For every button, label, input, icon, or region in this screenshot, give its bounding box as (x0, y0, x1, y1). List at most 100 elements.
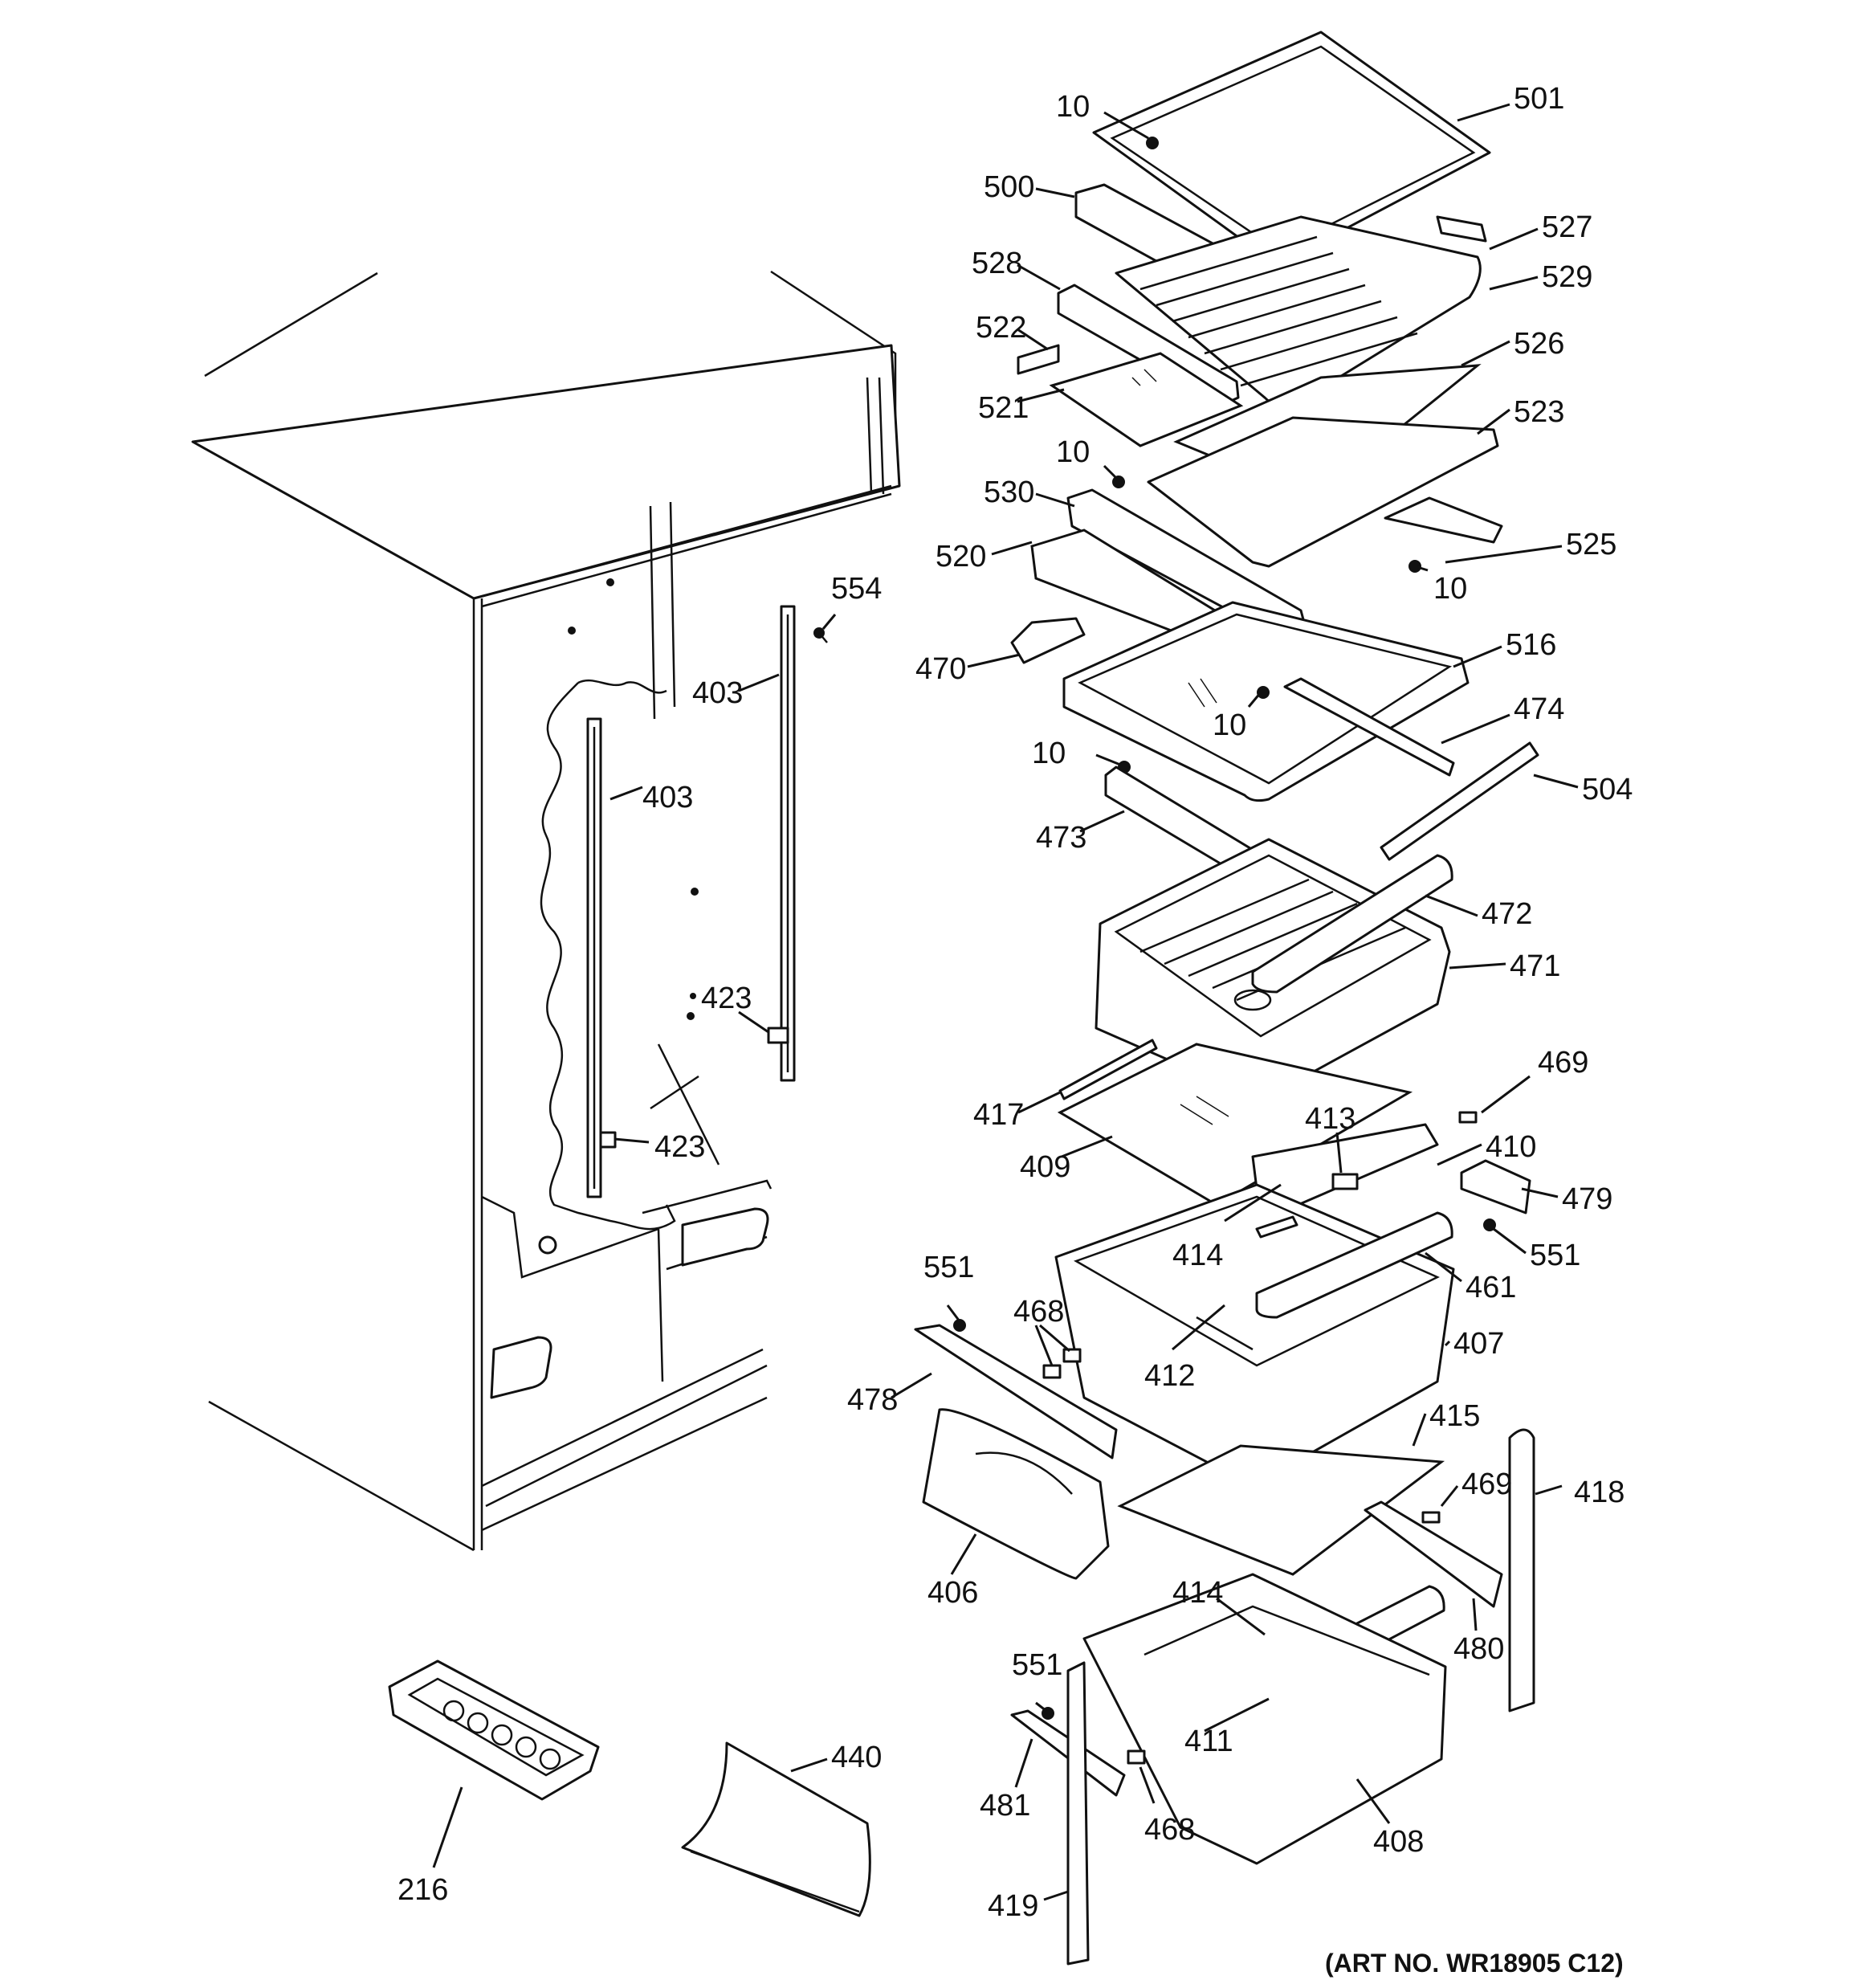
callout-469-lower: 469 (1461, 1468, 1512, 1501)
screw-10-right (1408, 560, 1421, 573)
callout-409: 409 (1020, 1150, 1070, 1184)
drawer-cover-461 (1255, 1211, 1453, 1319)
glass-shelf-521 (1049, 352, 1244, 447)
callout-525: 525 (1566, 528, 1616, 561)
callout-423-lower: 423 (654, 1130, 705, 1164)
shelf-rail-403-right (780, 605, 796, 1082)
screw-10-top (1146, 137, 1159, 149)
screw-551-right (1483, 1219, 1496, 1231)
callout-478: 478 (847, 1383, 898, 1417)
callout-470: 470 (915, 652, 966, 686)
callout-523: 523 (1514, 395, 1564, 429)
callout-516: 516 (1506, 628, 1556, 662)
glass-shelf-415 (1117, 1444, 1445, 1576)
shelf-rail-403-left (586, 717, 602, 1198)
screw-551-left (953, 1319, 966, 1332)
shelf-frame-523 (1147, 416, 1499, 568)
drawer-cover-472 (1251, 854, 1453, 994)
callout-530: 530 (984, 476, 1034, 509)
callout-520: 520 (936, 540, 986, 574)
trim-504 (1380, 741, 1539, 861)
callout-479: 479 (1562, 1182, 1612, 1216)
callout-551-lower: 551 (1012, 1648, 1062, 1682)
callout-labels: 10 501 500 527 528 529 522 526 521 523 1… (397, 82, 1633, 1923)
callout-551-right: 551 (1530, 1239, 1580, 1272)
callout-551-left: 551 (923, 1251, 974, 1284)
callout-413: 413 (1305, 1102, 1355, 1136)
screw-554 (813, 627, 828, 643)
callout-526: 526 (1514, 327, 1564, 361)
callout-417: 417 (973, 1098, 1024, 1132)
shelf-rail-470 (1010, 617, 1086, 664)
slide-rail-479 (1460, 1159, 1531, 1214)
crisper-drawer-408 (1082, 1573, 1447, 1865)
shelf-support-527 (1436, 215, 1487, 243)
callout-521: 521 (978, 391, 1029, 425)
shelf-rail-522 (1017, 344, 1060, 375)
rail-stop-423-upper (767, 1027, 789, 1044)
callout-554: 554 (831, 572, 882, 606)
callout-481: 481 (980, 1789, 1030, 1823)
trim-418 (1508, 1428, 1535, 1712)
guard-440 (681, 1741, 871, 1917)
drawer-front-406 (922, 1408, 1110, 1580)
glass-shelf-409 (1057, 1043, 1413, 1206)
leader-lines (432, 103, 1579, 1901)
callout-474: 474 (1514, 692, 1564, 726)
callout-528: 528 (972, 247, 1022, 280)
callout-403-left: 403 (642, 781, 693, 814)
pad-468-lower (1127, 1749, 1146, 1765)
callout-468-lower: 468 (1144, 1813, 1195, 1847)
callout-10-top: 10 (1056, 90, 1090, 124)
callout-469-upper: 469 (1538, 1046, 1588, 1080)
callout-473: 473 (1036, 821, 1086, 855)
cabinet-body (191, 270, 901, 1552)
callout-472: 472 (1482, 897, 1532, 931)
callout-403-right: 403 (692, 676, 743, 710)
shelf-frame-501 (1092, 31, 1491, 267)
callout-522: 522 (976, 311, 1026, 345)
callout-408: 408 (1373, 1825, 1424, 1859)
callout-410: 410 (1486, 1130, 1536, 1164)
trim-419 (1066, 1661, 1090, 1966)
callout-501: 501 (1514, 82, 1564, 116)
divider-414-upper (1255, 1215, 1298, 1239)
bin-216 (388, 1659, 600, 1801)
callout-418: 418 (1574, 1476, 1625, 1509)
slide-rail-480 (1364, 1500, 1503, 1608)
slide-rail-478 (914, 1324, 1118, 1459)
callout-461: 461 (1466, 1271, 1516, 1304)
callout-406: 406 (927, 1576, 978, 1610)
pad-468-upper (1042, 1348, 1082, 1379)
shelf-trim-417 (1058, 1039, 1158, 1100)
rail-stop-423-lower (599, 1131, 617, 1149)
callout-504: 504 (1582, 773, 1633, 806)
shelf-support-525 (1384, 496, 1503, 544)
callout-440: 440 (831, 1741, 882, 1774)
callout-10-right: 10 (1433, 572, 1467, 606)
callout-414-lower: 414 (1172, 1576, 1223, 1610)
callout-216: 216 (397, 1873, 448, 1907)
pad-469-upper (1458, 1111, 1478, 1124)
screw-10-shelf (1257, 686, 1270, 699)
callout-407: 407 (1453, 1327, 1504, 1361)
callout-10-mid: 10 (1056, 435, 1090, 469)
callout-529: 529 (1542, 260, 1592, 294)
callout-10-low: 10 (1032, 737, 1066, 770)
callout-412: 412 (1144, 1359, 1195, 1393)
control-410 (1331, 1173, 1359, 1190)
callout-411: 411 (1184, 1725, 1233, 1758)
callout-468-upper: 468 (1013, 1295, 1064, 1329)
art-number: (ART NO. WR18905 C12) (1325, 1949, 1624, 1978)
callout-471: 471 (1510, 949, 1560, 983)
callout-480: 480 (1453, 1632, 1504, 1666)
callout-527: 527 (1542, 210, 1592, 244)
pad-469-lower (1421, 1511, 1441, 1524)
callout-423-upper: 423 (701, 982, 752, 1015)
callout-415: 415 (1429, 1399, 1480, 1433)
glass-shelf-516 (1062, 601, 1470, 802)
slide-rail-474 (1283, 677, 1455, 777)
callout-414-upper: 414 (1172, 1239, 1223, 1272)
callout-500: 500 (984, 170, 1034, 204)
